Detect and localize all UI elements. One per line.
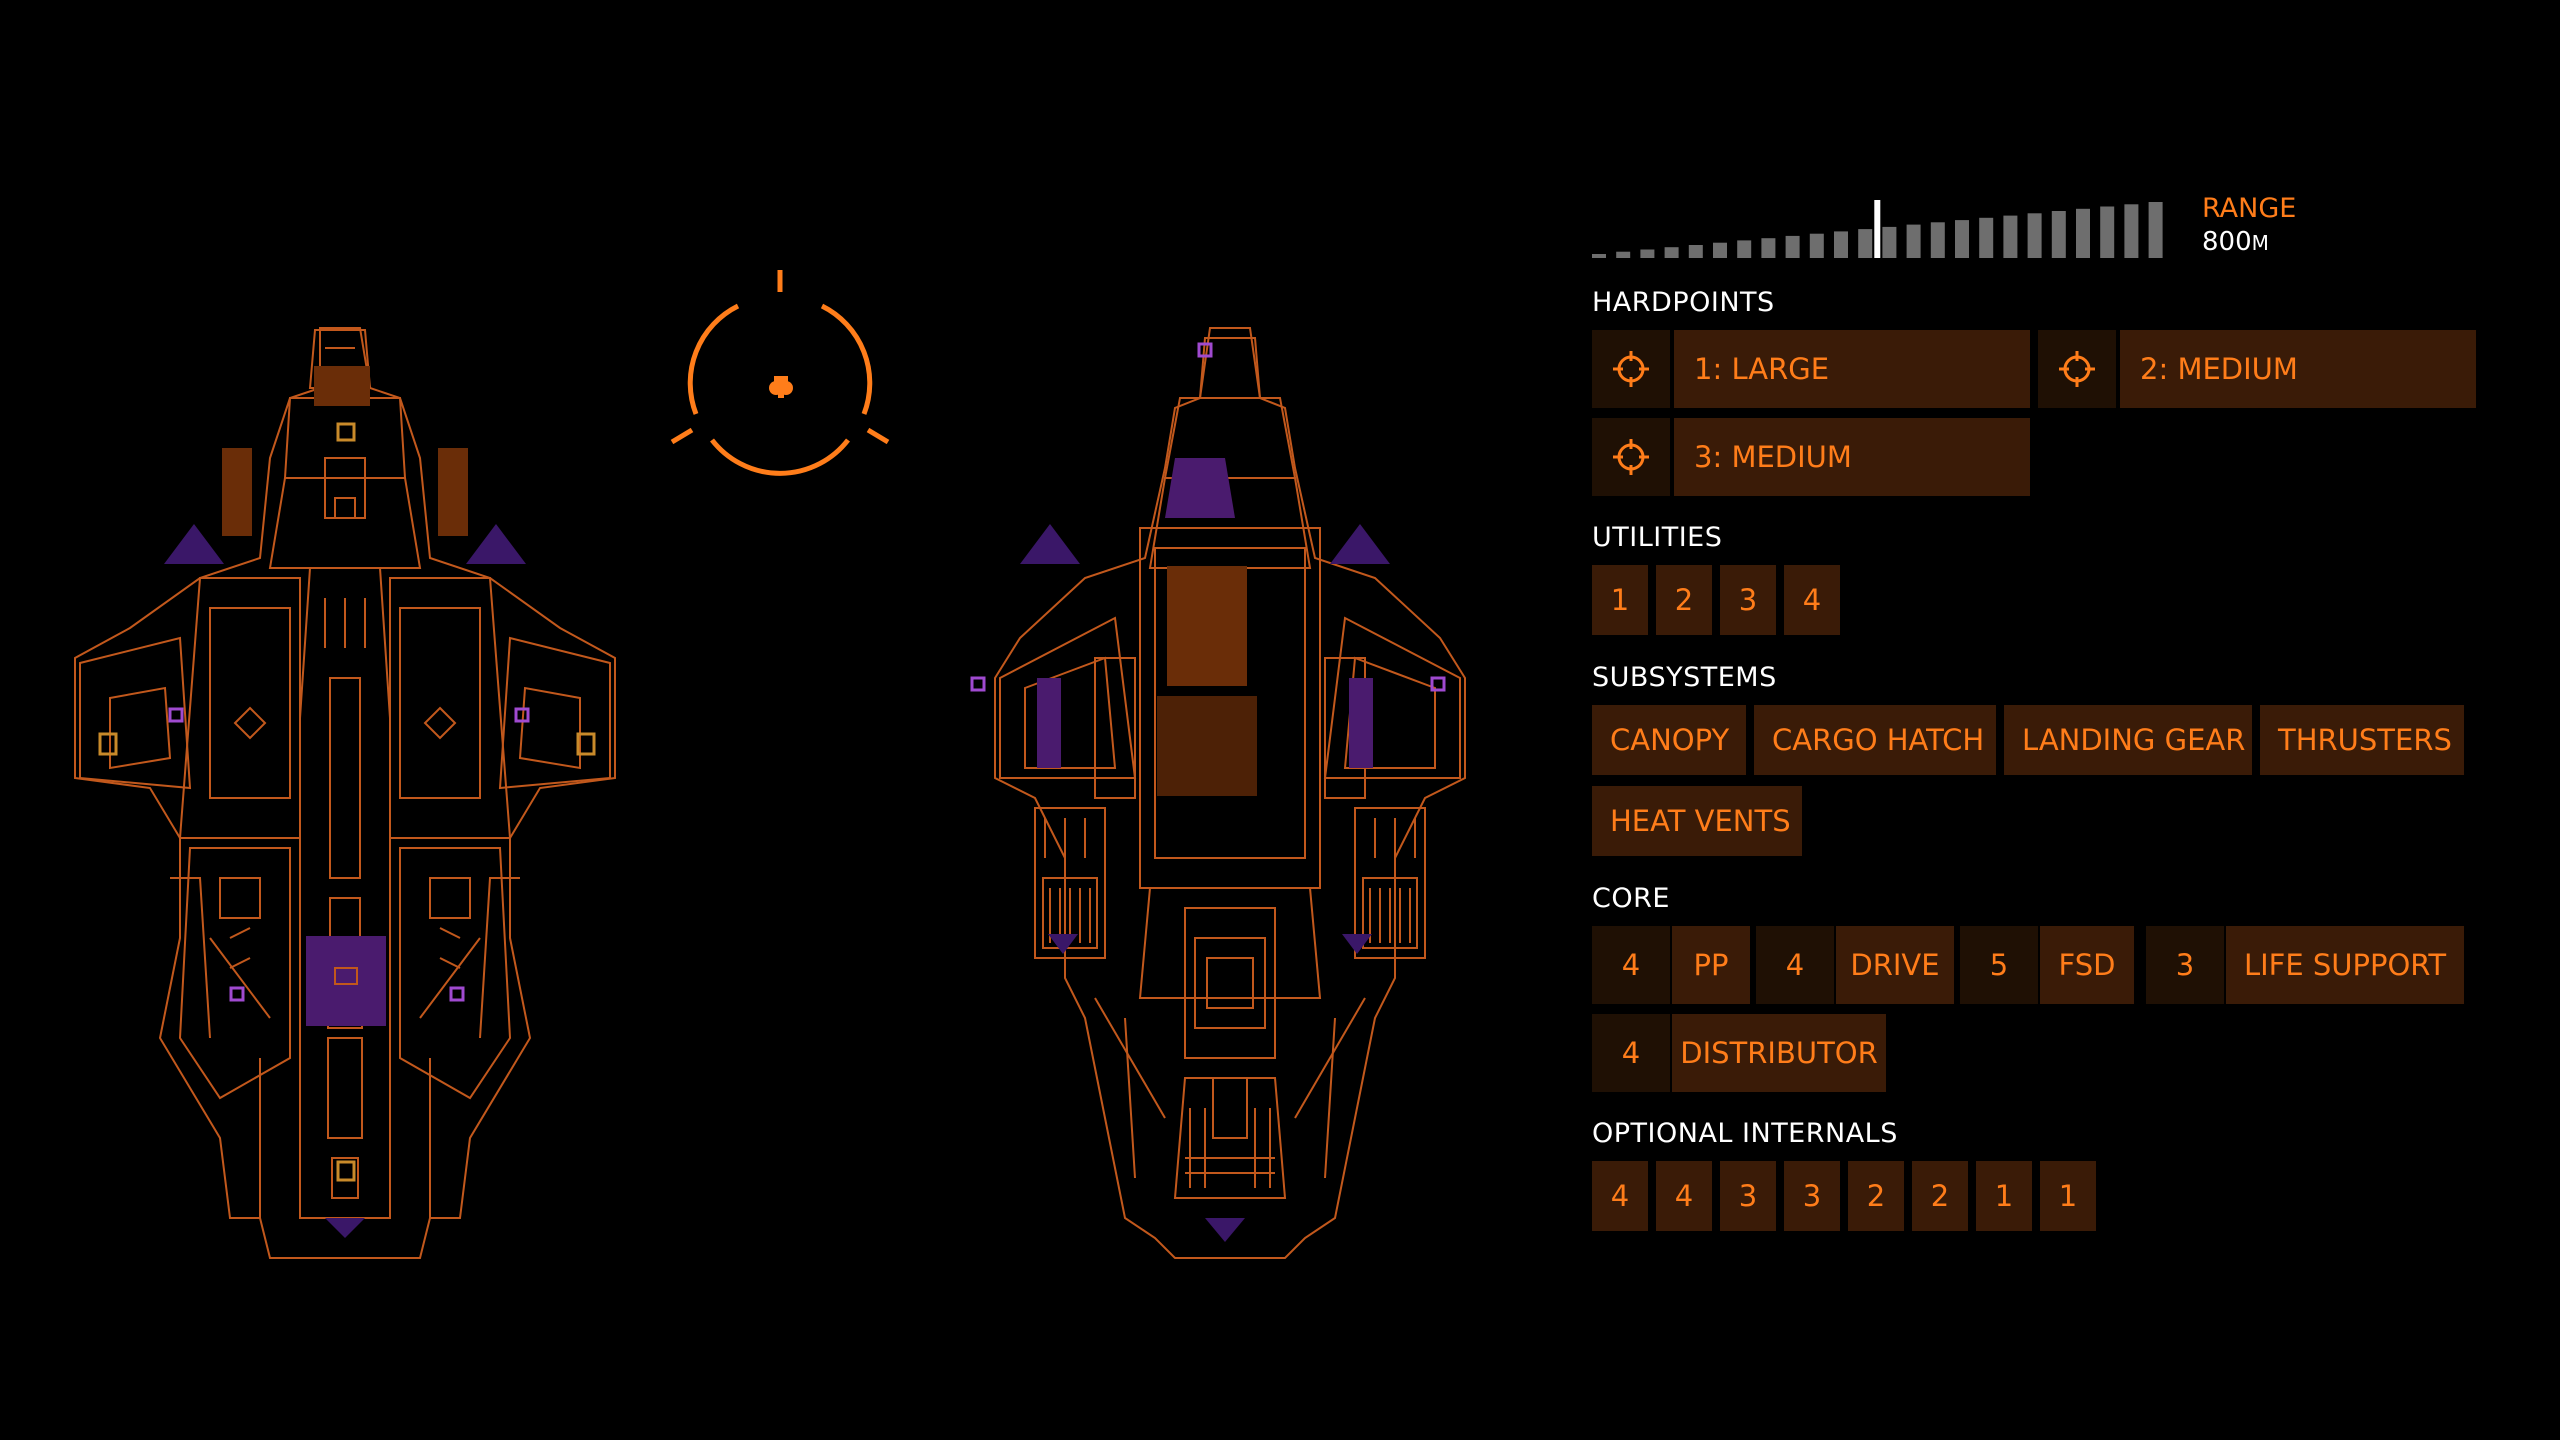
core-life-support-size: 3: [2146, 926, 2224, 1004]
range-bar: [2100, 206, 2115, 258]
subsystem-heat-vents[interactable]: HEAT VENTS: [1592, 786, 1802, 856]
crosshair-icon: [2059, 351, 2095, 387]
core-distributor-size: 4: [1592, 1014, 1670, 1092]
core-life-support[interactable]: LIFE SUPPORT: [2226, 926, 2464, 1004]
hardpoint-1[interactable]: 1: LARGE: [1674, 330, 2030, 408]
range-bar: [1640, 249, 1655, 258]
optional-internal-slot[interactable]: 1: [1976, 1161, 2032, 1231]
hardpoint-3[interactable]: 3: MEDIUM: [1674, 418, 2030, 496]
range-bar: [1713, 242, 1727, 258]
utilities-heading: UTILITIES: [1592, 522, 1723, 553]
range-value: 800M: [2202, 227, 2269, 257]
optional-internal-slot[interactable]: 1: [2040, 1161, 2096, 1231]
marker-triangle: [164, 524, 224, 564]
core-drive[interactable]: DRIVE: [1836, 926, 1954, 1004]
range-bar: [2076, 208, 2090, 258]
hardpoint-2-icon[interactable]: [2038, 330, 2116, 408]
range-unit: M: [2251, 231, 2269, 255]
subsystem-landing-gear[interactable]: LANDING GEAR: [2004, 705, 2252, 775]
range-bar: [1979, 217, 1994, 258]
subsystem-cargo-hatch[interactable]: CARGO HATCH: [1754, 705, 1996, 775]
optional-internal-slot[interactable]: 4: [1592, 1161, 1648, 1231]
range-bar: [2027, 213, 2042, 258]
range-bar: [1834, 231, 1848, 258]
optional-internal-slot[interactable]: 3: [1784, 1161, 1840, 1231]
range-label: RANGE: [2202, 193, 2297, 224]
optional-internal-slot[interactable]: 2: [1912, 1161, 1968, 1231]
range-bar: [1688, 245, 1703, 258]
ship-top-schematic: [74, 327, 616, 1259]
range-bar: [1858, 229, 1873, 258]
range-bar: [1906, 224, 1921, 258]
range-bar: [1737, 240, 1752, 258]
utility-slot[interactable]: 2: [1656, 565, 1712, 635]
hardpoints-heading: HARDPOINTS: [1592, 287, 1775, 318]
core-fsd-size: 5: [1960, 926, 2038, 1004]
range-bar: [1882, 226, 1897, 258]
range-bar: [1809, 233, 1824, 258]
optional-internal-slot[interactable]: 2: [1848, 1161, 1904, 1231]
range-bar: [2003, 215, 2018, 258]
range-bar: [2148, 202, 2163, 258]
core-fsd[interactable]: FSD: [2040, 926, 2134, 1004]
hardpoint-1-icon[interactable]: [1592, 330, 1670, 408]
range-bar: [2124, 204, 2139, 258]
core-heading: CORE: [1592, 883, 1670, 914]
optional-internals-heading: OPTIONAL INTERNALS: [1592, 1118, 1898, 1149]
hardpoint-2[interactable]: 2: MEDIUM: [2120, 330, 2476, 408]
range-number: 800: [2202, 227, 2252, 257]
subsystem-thrusters[interactable]: THRUSTERS: [2260, 705, 2464, 775]
range-bar: [1616, 251, 1631, 258]
ship-bottom-schematic: [970, 327, 1466, 1259]
range-bar: [1930, 222, 1945, 258]
optional-internal-slot[interactable]: 4: [1656, 1161, 1712, 1231]
core-pp[interactable]: PP: [1672, 926, 1750, 1004]
utility-slot[interactable]: 1: [1592, 565, 1648, 635]
utility-slot[interactable]: 4: [1784, 565, 1840, 635]
range-bar: [1785, 235, 1800, 258]
hardpoint-3-icon[interactable]: [1592, 418, 1670, 496]
range-marker[interactable]: [1874, 200, 1881, 258]
subsystems-heading: SUBSYSTEMS: [1592, 662, 1777, 693]
utility-slot[interactable]: 3: [1720, 565, 1776, 635]
range-bar: [2051, 211, 2066, 258]
crosshair-icon: [1613, 351, 1649, 387]
crosshair-icon: [1613, 439, 1649, 475]
core-pp-size: 4: [1592, 926, 1670, 1004]
core-drive-size: 4: [1756, 926, 1834, 1004]
range-gauge: [1592, 200, 2163, 258]
range-bar: [1592, 254, 1606, 258]
range-bar: [1955, 220, 1969, 258]
target-reticle-icon[interactable]: [668, 264, 892, 488]
range-bar: [1761, 238, 1776, 258]
core-distributor[interactable]: DISTRIBUTOR: [1672, 1014, 1886, 1092]
optional-internal-slot[interactable]: 3: [1720, 1161, 1776, 1231]
subsystem-canopy[interactable]: CANOPY: [1592, 705, 1746, 775]
loadout-panel: RANGE 800M HARDPOINTS 1: LARGE 2: MEDIUM…: [1592, 0, 2492, 1440]
range-bar: [1664, 247, 1679, 258]
